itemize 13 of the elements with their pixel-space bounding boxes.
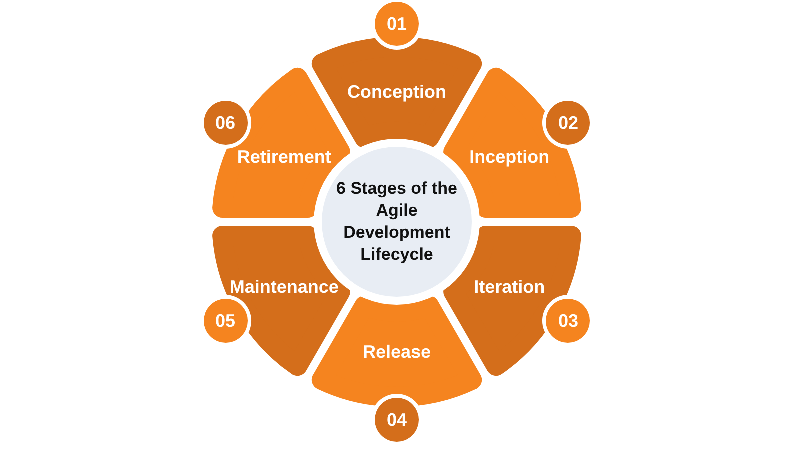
stage-label: Iteration <box>474 276 546 298</box>
step-number-circle: 06 <box>204 101 248 145</box>
step-number-circle: 01 <box>375 2 419 46</box>
step-number-circle: 04 <box>375 398 419 442</box>
stage-label: Release <box>362 341 432 363</box>
stage-label: Inception <box>470 146 550 168</box>
step-number-circle: 05 <box>204 299 248 343</box>
step-number-circle: 03 <box>546 299 590 343</box>
stage-label: Conception <box>348 81 446 103</box>
stage-label: Maintenance <box>230 276 339 298</box>
stage-label: Retirement <box>237 146 332 168</box>
hub-title: 6 Stages of the Agile Development Lifecycle <box>336 178 458 266</box>
step-number-circle: 02 <box>546 101 590 145</box>
